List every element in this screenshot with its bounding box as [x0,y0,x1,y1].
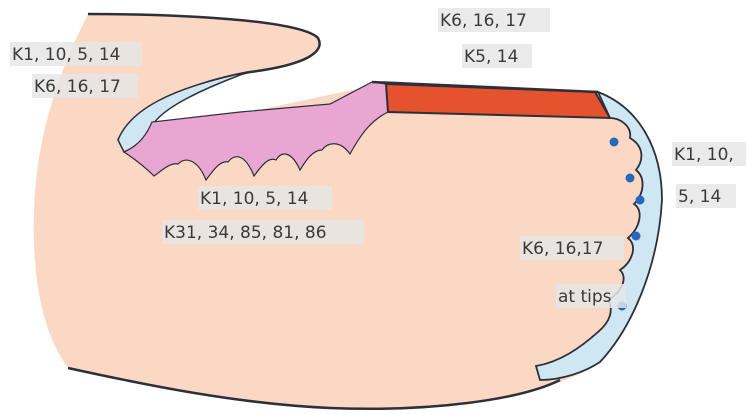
ridge-tip-dot [632,232,641,241]
ridge-tip-dot [610,138,619,147]
nail-bed-label-line1: K6, 16, 17 [440,11,527,31]
proximal-fold-label-line1: K1, 10, 5, 14 [12,45,120,65]
hyponychium-label-line1: K1, 10, [674,145,734,165]
matrix-label-line2: K31, 34, 85, 81, 86 [164,223,327,243]
ridge-tips-label-line2: at tips [558,287,612,307]
hyponychium-label-line2: 5, 14 [678,187,721,207]
ridge-tip-dot [636,196,645,205]
finger-skin-region [34,14,660,409]
nail-bed-label-line2: K5, 14 [464,47,518,67]
proximal-fold-label-line2: K6, 16, 17 [34,77,121,97]
nail-plate [386,84,610,118]
ridge-tips-label-line1: K6, 16,17 [522,239,603,259]
ridge-tip-dot [626,174,635,183]
matrix-label-line1: K1, 10, 5, 14 [200,189,308,209]
